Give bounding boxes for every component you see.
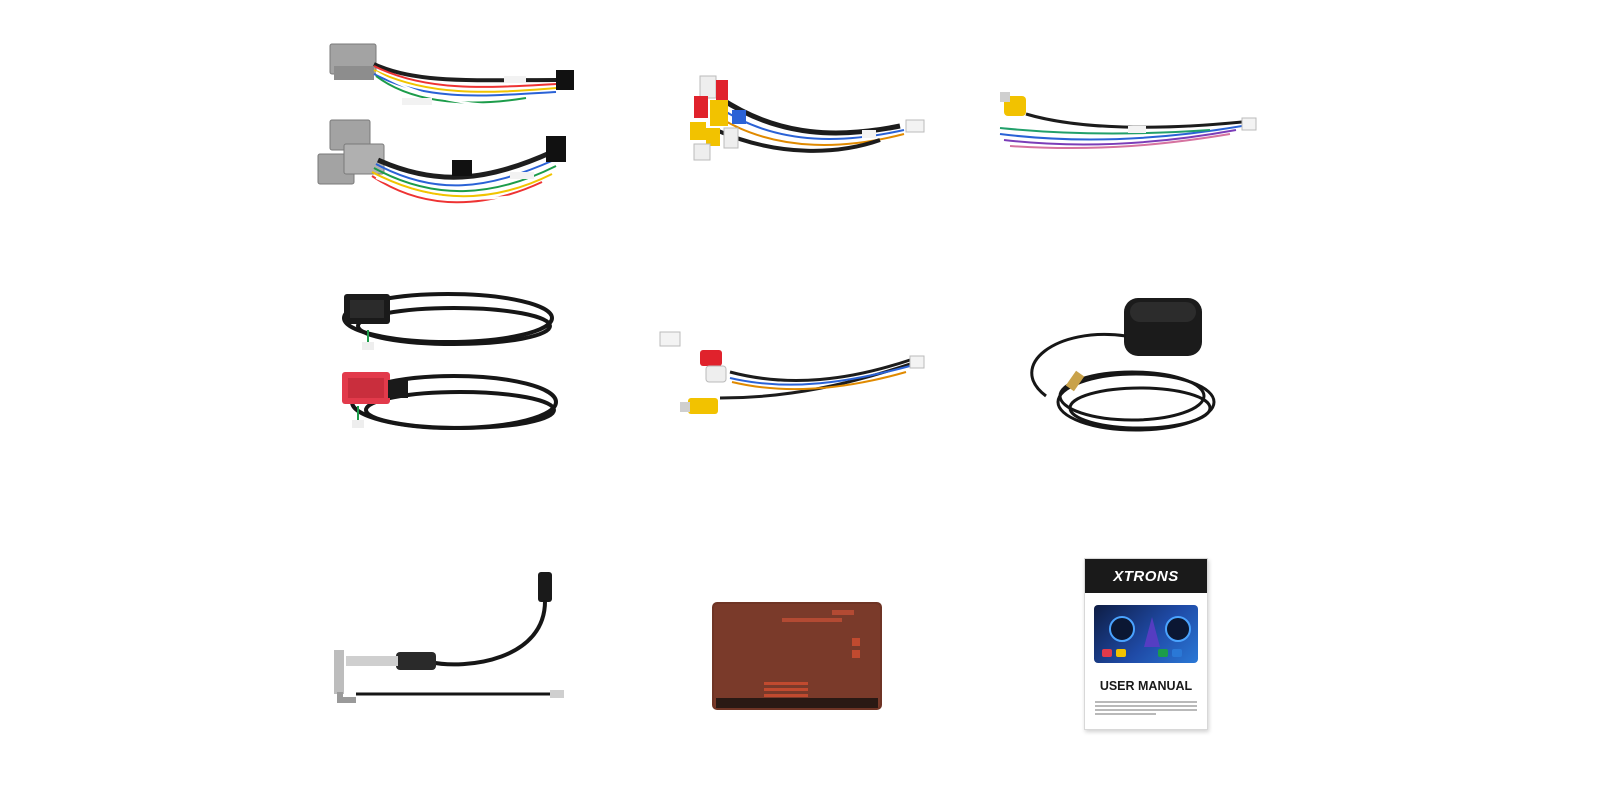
manual-screen-image	[1094, 605, 1198, 663]
manual-brand: XTRONS	[1085, 559, 1207, 593]
canbus-decoder-box	[712, 602, 882, 710]
manual-body-lines	[1095, 701, 1197, 715]
reverse-camera-harness	[980, 90, 1270, 154]
radio-antenna-adapter	[326, 570, 574, 718]
rca-output-harness	[680, 68, 942, 164]
audio-video-rca-cable	[659, 322, 930, 422]
main-power-harness	[316, 36, 586, 212]
gps-antenna	[1016, 296, 1216, 442]
manual-title: USER MANUAL	[1099, 679, 1193, 693]
user-manual: XTRONS USER MANUAL	[1084, 558, 1208, 730]
usb-extension-cables	[328, 286, 568, 440]
